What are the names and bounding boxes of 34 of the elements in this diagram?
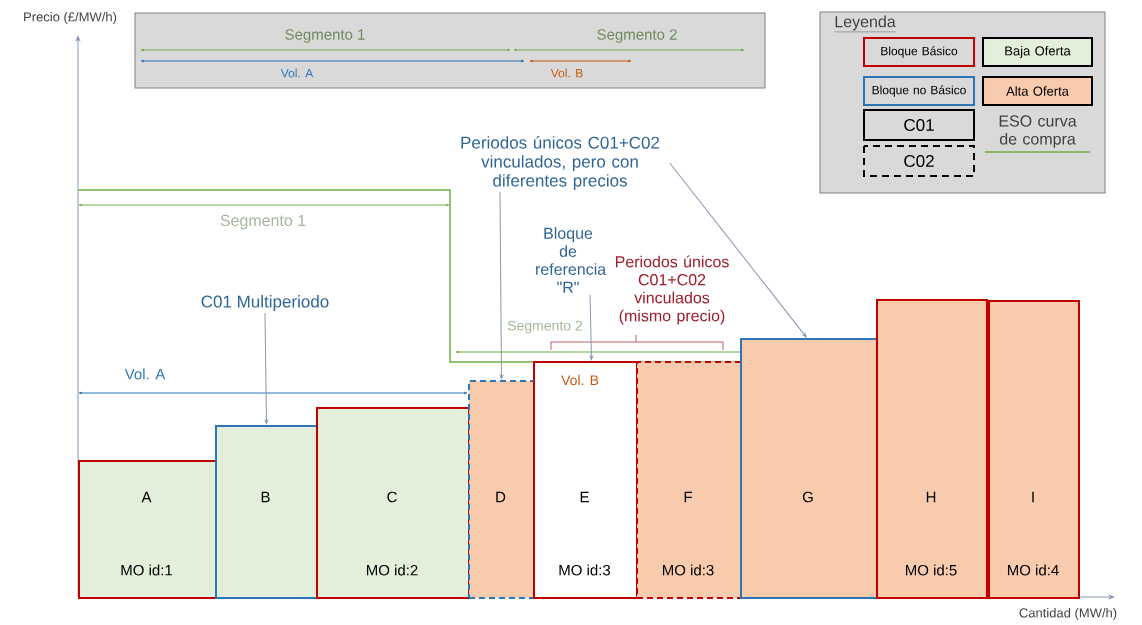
dimension-label: Vol. A <box>124 368 166 380</box>
callout-text: Bloque de referencia "R" <box>536 227 607 293</box>
leader-line <box>499 191 504 380</box>
bar: H MO id:5 <box>876 299 988 599</box>
callout-text: Periodos únicos C01+C02 vinculados (mismo precio) <box>615 255 729 325</box>
axis-label: Cantidad (MW/h) <box>1019 607 1117 621</box>
legend-text: C01 <box>904 119 934 132</box>
dimension-label: Segmento 1 <box>220 214 306 230</box>
legend-text: C02 <box>904 155 934 168</box>
dimension-label: Segmento 1 <box>285 29 365 43</box>
leader-line <box>264 312 269 425</box>
bar: D <box>468 380 535 599</box>
bar: F MO id:3 <box>636 361 742 599</box>
legend-text: ESO curva de compra <box>999 115 1077 148</box>
dimension-label: Vol. A <box>280 68 314 78</box>
axis-label: Precio (£/MW/h) <box>24 11 117 25</box>
dimension-label: Vol. B <box>550 68 583 78</box>
callout-text: C01 Multiperiodo <box>201 295 329 311</box>
bar: B <box>215 425 318 599</box>
leader-line <box>589 294 594 361</box>
legend-text: Bloque no Básico <box>872 85 966 97</box>
callout-text: Periodos únicos C01+C02 vinculados, pero con diferentes precios <box>461 136 660 191</box>
bar: A MO id:1 <box>78 460 217 599</box>
legend-title: Leyenda <box>834 15 896 33</box>
bar: I MO id:4 <box>988 300 1080 599</box>
leader-line <box>669 162 807 338</box>
bar: C MO id:2 <box>316 407 470 599</box>
legend-text: Baja Oferta <box>1005 45 1071 59</box>
legend-text: Alta Oferta <box>1006 86 1069 96</box>
dimension-label: Segmento 2 <box>597 29 677 43</box>
legend-text: Bloque Básico <box>881 46 958 58</box>
dimension-label: Segmento 2 <box>507 320 583 334</box>
bar: G <box>740 338 878 599</box>
dimension-label: Vol. B <box>561 374 599 386</box>
